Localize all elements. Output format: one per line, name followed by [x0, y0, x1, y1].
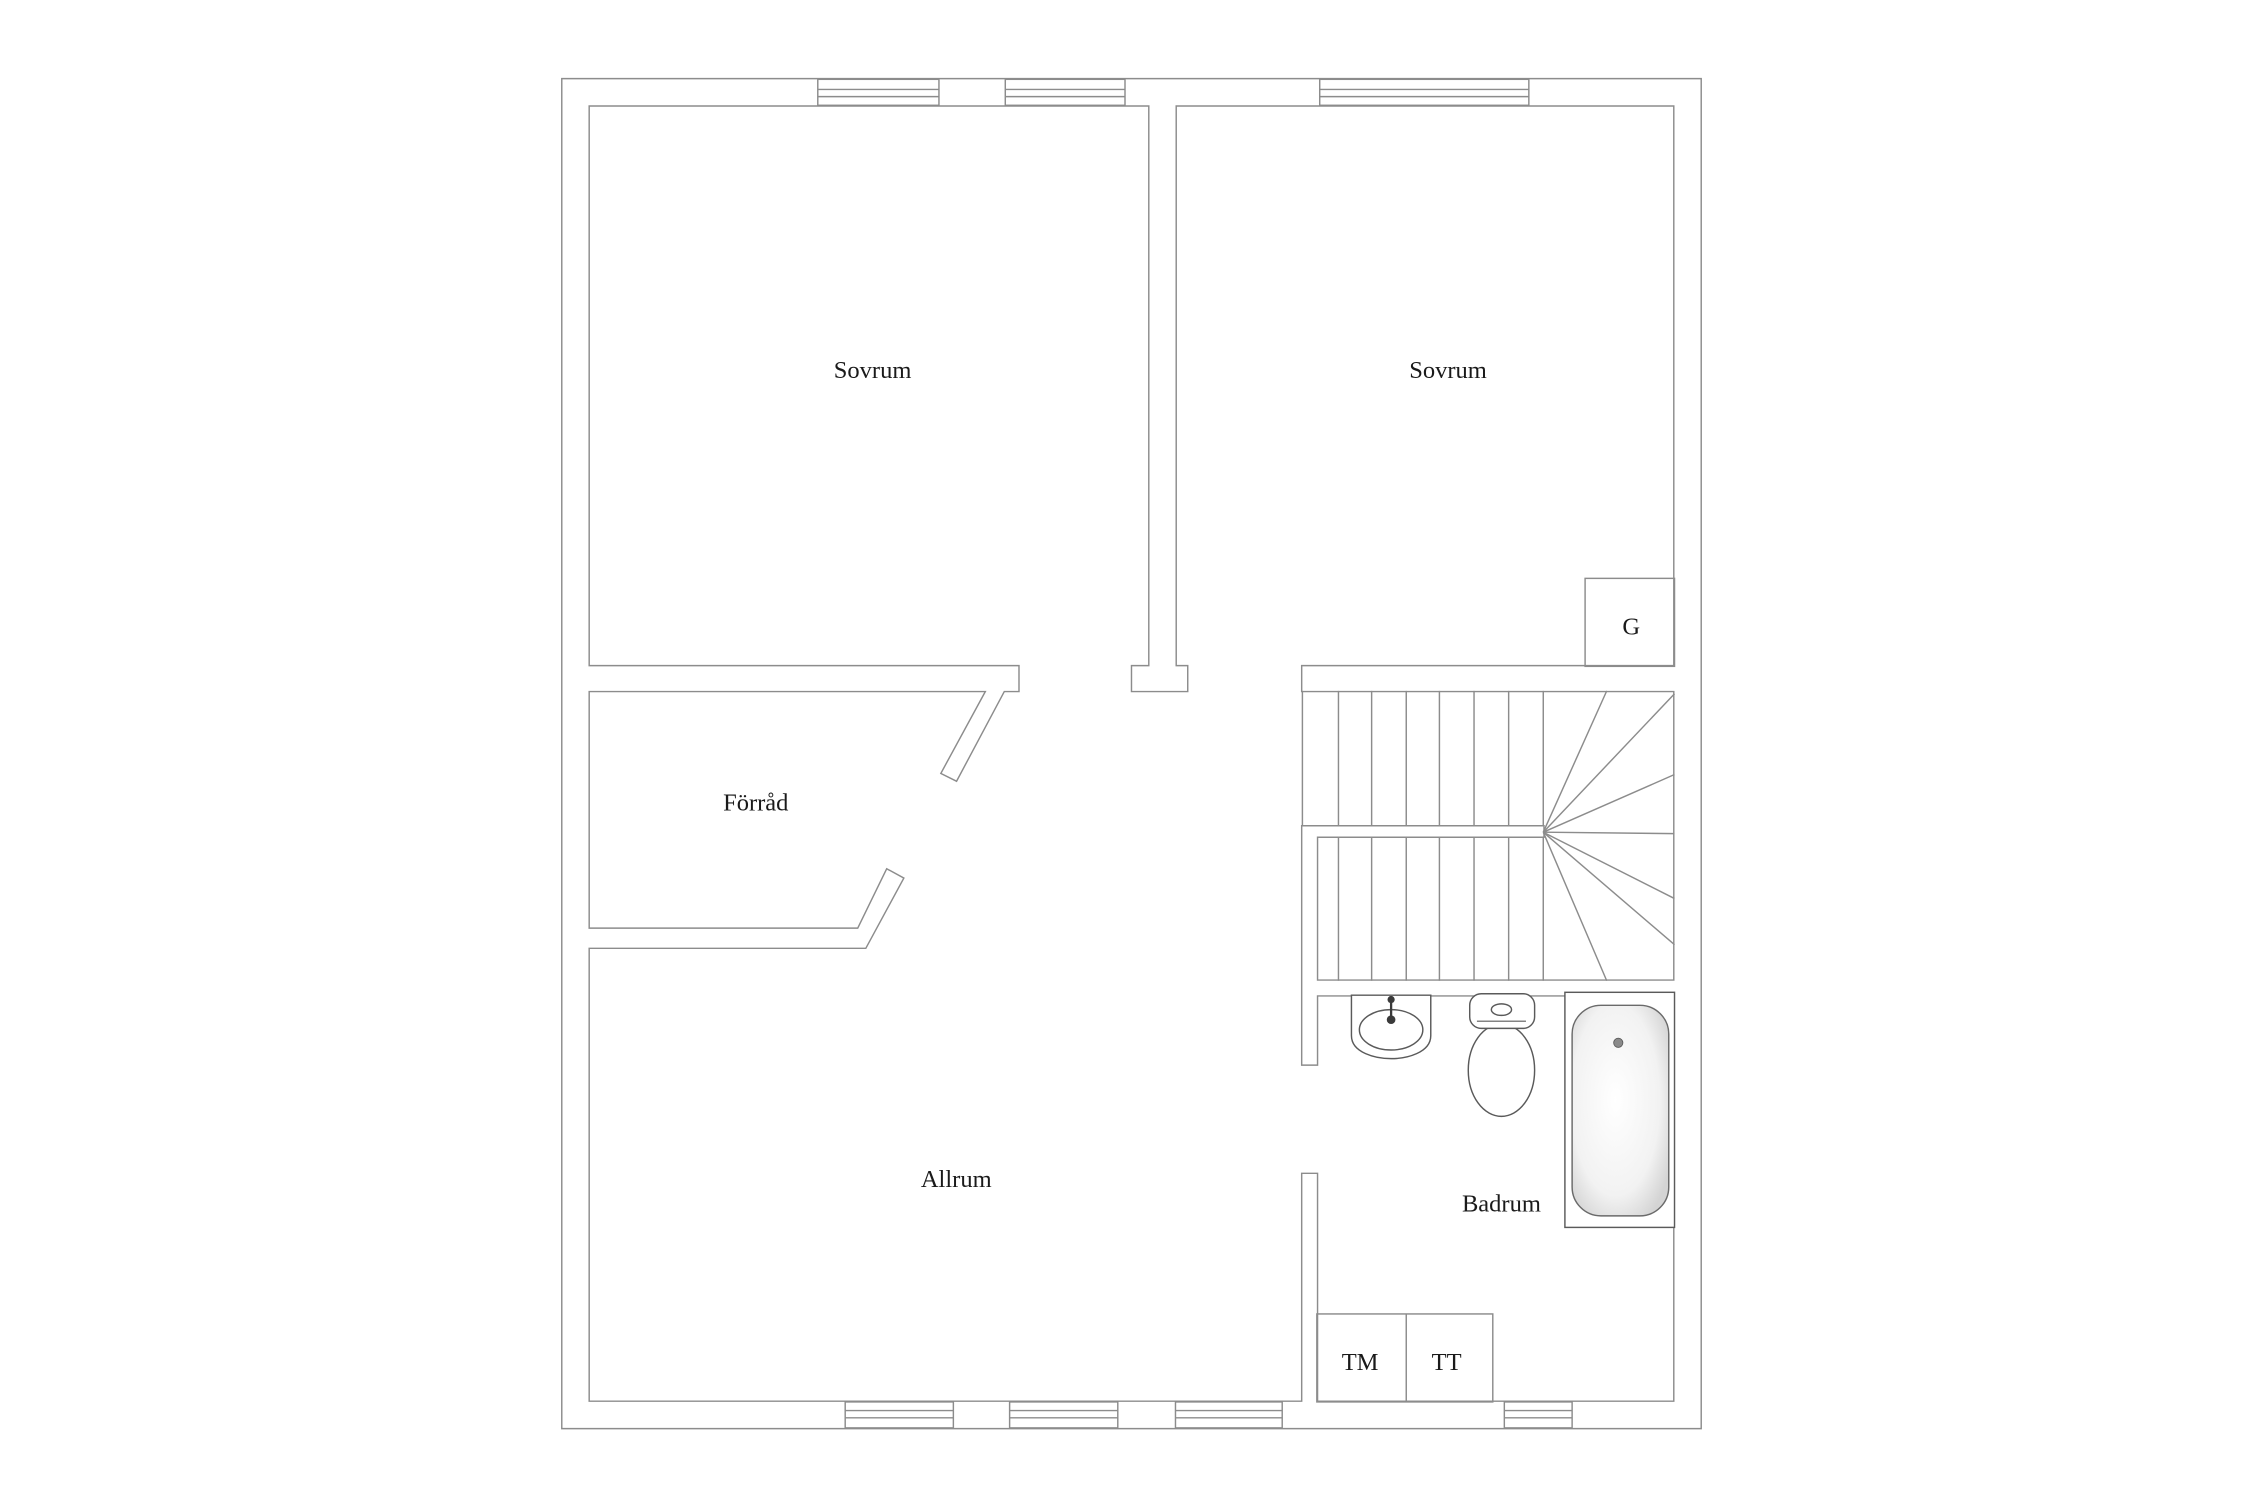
window-bottom-1: [844, 1401, 955, 1429]
label-g: G: [1622, 614, 1640, 641]
room-label-storage: Förråd: [723, 790, 788, 817]
stair-lower-flight: [1337, 836, 1544, 981]
label-tt: TT: [1432, 1349, 1462, 1376]
windows: [817, 78, 1573, 1429]
room-label-bedroom-left: Sovrum: [834, 357, 912, 384]
wall-outlines: [561, 77, 1702, 1430]
label-tm: TM: [1342, 1349, 1379, 1376]
staircase: [1301, 690, 1676, 982]
sink: [1350, 994, 1432, 1060]
window-top-3: [1318, 78, 1530, 107]
window-bottom-4: [1503, 1401, 1573, 1429]
tub-drain: [1613, 1037, 1624, 1048]
wall-fills: [562, 79, 1701, 1428]
window-top-1: [817, 78, 940, 107]
stair-upper-flight: [1337, 690, 1544, 827]
window-bottom-3: [1174, 1401, 1283, 1429]
toilet: [1467, 993, 1536, 1118]
bathtub: [1564, 991, 1676, 1229]
room-label-bedroom-right: Sovrum: [1409, 357, 1487, 384]
g-box: [1584, 577, 1676, 668]
laundry-boxes: [1316, 1313, 1494, 1403]
toilet-bowl: [1467, 1023, 1536, 1118]
room-label-living-room: Allrum: [921, 1166, 992, 1193]
stair-winder-steps: [1542, 690, 1676, 982]
room-label-bathroom: Badrum: [1462, 1191, 1541, 1218]
window-top-2: [1004, 78, 1126, 107]
window-bottom-2: [1008, 1401, 1119, 1429]
